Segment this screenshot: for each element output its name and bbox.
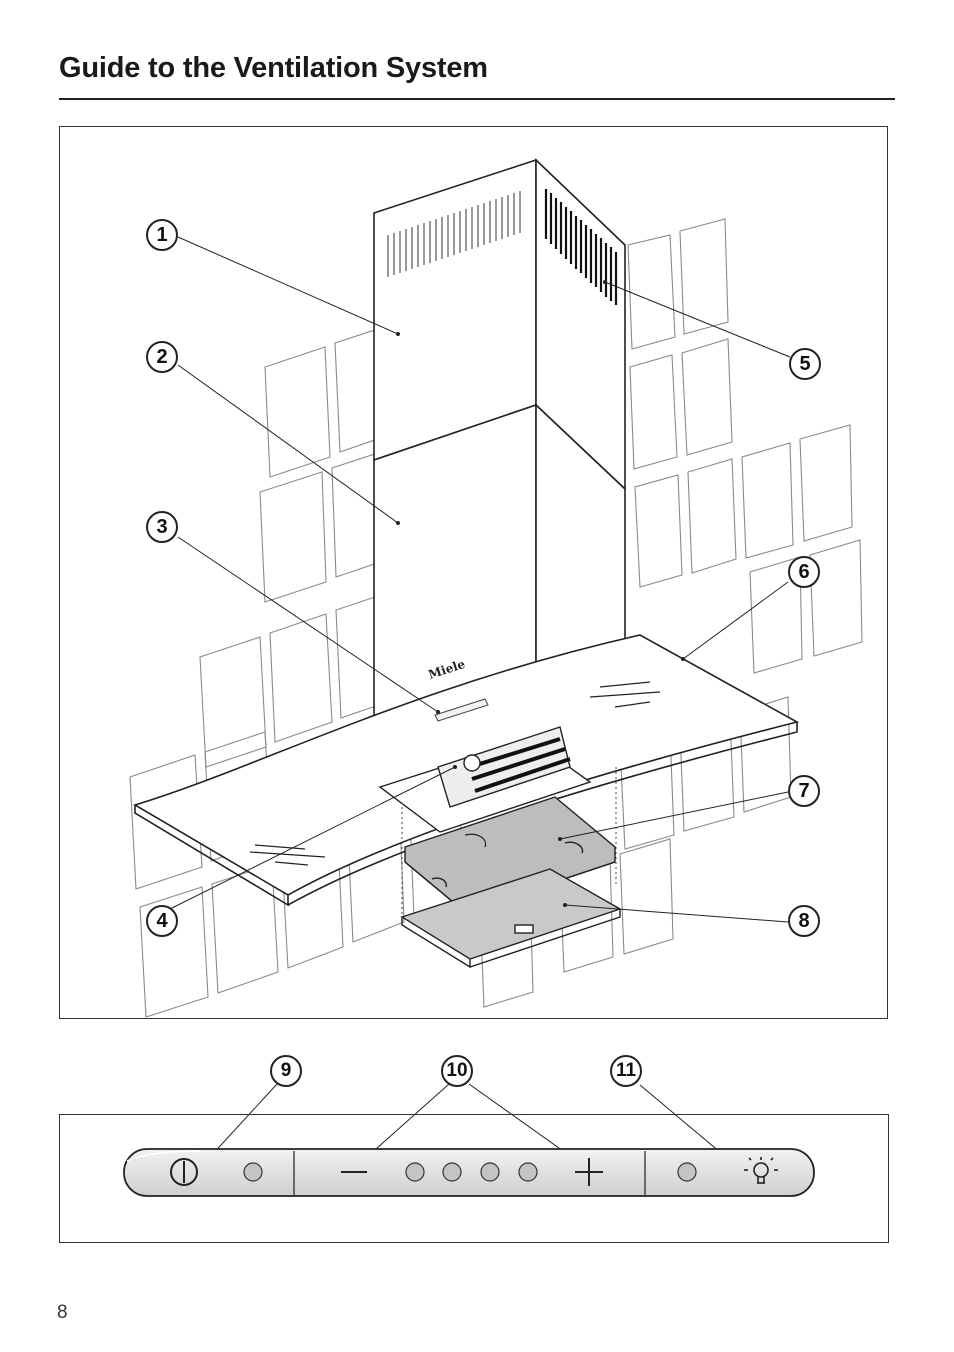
callout-3: 3	[146, 511, 178, 543]
light-indicator	[677, 1162, 697, 1182]
callout-2: 2	[146, 341, 178, 373]
fan-speed-indicator-1	[405, 1162, 425, 1182]
hood-illustration: Miele	[129, 158, 863, 1018]
power-indicator-light	[243, 1162, 263, 1182]
callout-1: 1	[146, 219, 178, 251]
page-title: Guide to the Ventilation System	[59, 52, 488, 84]
callout-8: 8	[788, 905, 820, 937]
callout-7: 7	[788, 775, 820, 807]
side-vents	[544, 189, 618, 305]
callout-9: 9	[270, 1055, 302, 1087]
light-icon	[744, 1157, 778, 1184]
power-icon	[170, 1158, 198, 1186]
callout-4: 4	[146, 905, 178, 937]
control-strip	[123, 1148, 815, 1197]
hood-diagram: Miele	[59, 126, 888, 1019]
page-number: 8	[57, 1302, 68, 1323]
fan-housing	[378, 726, 592, 833]
callout-leaders	[169, 236, 791, 923]
callout-5: 5	[789, 348, 821, 380]
control-panel-box	[59, 1114, 889, 1243]
fan-speed-indicator-4	[518, 1162, 538, 1182]
callout-6: 6	[788, 556, 820, 588]
power-button[interactable]	[170, 1158, 198, 1186]
front-vents	[387, 191, 521, 277]
plus-icon	[575, 1158, 603, 1186]
title-divider	[59, 98, 895, 100]
callout-10: 10	[441, 1055, 473, 1087]
light-button[interactable]	[744, 1157, 778, 1184]
callout-11: 11	[610, 1055, 642, 1087]
fan-speed-indicator-2	[442, 1162, 462, 1182]
control-panel	[123, 1148, 815, 1197]
fan-speed-plus-button[interactable]	[575, 1158, 603, 1186]
fan-speed-indicator-3	[480, 1162, 500, 1182]
